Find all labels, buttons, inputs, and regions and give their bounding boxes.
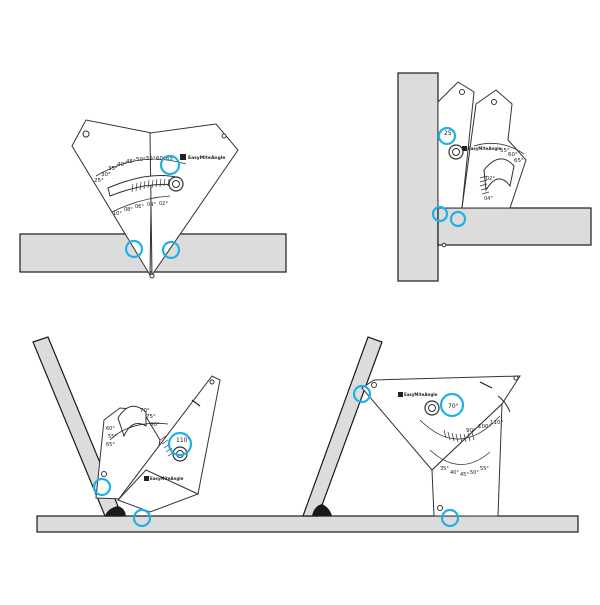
highlight-contact-left [92,477,112,497]
lower-scale-label: 40° [450,470,459,476]
highlight-reading [439,392,465,418]
direction-arrow-icon [497,395,511,413]
scale-label: 30° [101,172,111,178]
hanging-hole [437,505,443,511]
gauge-base-leaf [117,469,200,513]
panel-bottom-left: 70° 75° 80° 55° 60° 65° 110° EasyMiteAng… [32,336,221,528]
scale-ticks [159,435,175,457]
hanging-hole [82,130,90,138]
hanging-hole [371,382,377,388]
gauge-upper-leaf [361,375,521,471]
hanging-hole [491,99,497,105]
lower-scale-label: 02° [159,201,168,207]
upper-scale-arc [473,142,525,155]
lower-scale-label: 55° [480,466,489,472]
direction-arrow-icon [191,399,201,407]
lower-scale-label: 04° [147,202,156,208]
scale-label: 70° [140,408,150,414]
lower-scale-label: 60° [106,426,115,432]
scale-label: 60° [156,156,166,162]
lower-scale-label: 02° [486,176,495,182]
scale-label: 65° [514,158,524,164]
highlight-reading-label: 110° [176,437,190,444]
highlight-contact-left [124,239,144,259]
scale-label: 55° [146,156,156,162]
locking-knob-center [428,404,436,412]
direction-arrow-icon [479,381,493,389]
scale-label: 40° [117,162,127,168]
brand-logo-icon [462,146,467,151]
brand-logo-icon [144,476,149,481]
highlight-contact-left [431,205,449,223]
locking-knob-center [452,148,460,156]
lower-scale-arc [429,449,491,465]
lower-scale-label: 45° [460,472,469,478]
highlight-reading [159,154,181,176]
scale-label: 55° [500,148,510,154]
brand-logo-icon [180,154,186,160]
highlight-reading-label: 70° [448,403,459,410]
scale-label: 50° [136,157,146,163]
scale-label: 35° [108,166,118,172]
brand-logo-text: EasyMiteAngle [150,476,184,481]
lower-scale-label: 08° [124,207,133,213]
highlight-contact-left [352,384,372,404]
brand-logo-text: EasyMiteAngle [404,392,438,397]
highlight-reading [437,126,457,146]
hanging-hole [101,471,107,477]
brand-logo-icon [398,392,403,397]
scale-label: 80° [150,422,160,428]
adjust-slot [483,158,515,192]
scale-label: 65° [166,156,176,162]
angle-wedge-marker [105,506,126,516]
highlight-reading [167,431,193,457]
highlight-contact-right [449,210,467,228]
scale-label: 110° [490,420,503,426]
scale-label: 100° [478,424,491,430]
lower-scale-label: 06° [135,204,144,210]
locking-knob-center [172,180,180,188]
lower-scale-label: 10° [113,211,122,217]
brand-logo-text: EasyMiteAngle [468,146,502,151]
bottom-base-board [36,515,579,533]
panel-top-right: 55° 60° 65° 04° 02° 25° EasyMiteAngle [397,72,592,282]
pivot-pin [149,273,155,279]
leaning-board [302,336,383,517]
scale-ticks [479,175,490,195]
scale-label: 45° [126,159,136,165]
scale-ticks [131,178,170,193]
upper-scale-arc [95,158,187,177]
highlight-contact-bottom [132,508,152,528]
hanging-hole [209,379,215,385]
highlight-contact-right [161,240,181,260]
brand-logo-text: EasyMiteAngle [188,155,225,161]
vertical-board [397,72,439,282]
panel-top-left: 25° 30° 35° 40° 45° 50° 55° 60° 65° 10° … [19,119,287,279]
hanging-hole [459,89,465,95]
upper-scale-arc [419,415,501,440]
gauge-lower-leaf [431,402,503,517]
lower-scale-arc [111,195,171,213]
scale-label: 75° [146,414,156,420]
lower-scale-label: 04° [484,196,493,202]
lower-scale-label: 55° [108,434,117,440]
scale-label: 60° [508,152,518,158]
lower-scale-label: 65° [106,442,115,448]
hanging-hole [221,133,227,139]
scale-ticks [443,429,475,443]
hanging-hole [513,375,519,381]
lower-scale-label: 35° [440,466,449,472]
pivot-pin [441,242,447,248]
highlight-contact-bottom [440,508,460,528]
panel-bottom-right: 90° 100° 110° 35° 40° 45° 50° 55° 70° Ea… [302,336,521,528]
lower-scale-label: 50° [470,470,479,476]
scale-label: 90° [466,428,476,434]
scale-label: 25° [94,178,104,184]
top-reading-label: 25° [444,130,455,137]
angle-wedge-marker [312,504,332,516]
upper-scale-arc [109,423,169,441]
adjust-slot [117,405,147,438]
